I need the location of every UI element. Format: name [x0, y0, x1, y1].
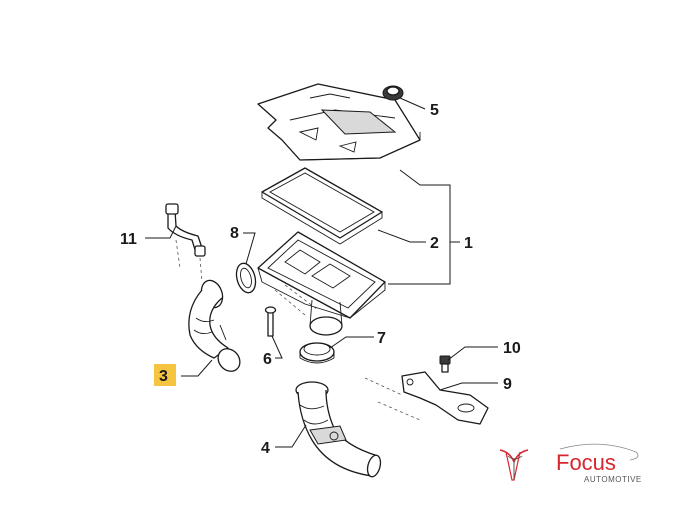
logo-tagline-text: AUTOMOTIVE	[584, 475, 642, 484]
hose-clamp-part[interactable]	[299, 342, 335, 364]
leader-lines	[145, 97, 498, 448]
intake-duct-part[interactable]	[295, 381, 383, 478]
breather-pipe-part[interactable]	[165, 203, 206, 283]
callout-8[interactable]: 8	[230, 225, 239, 242]
sensor-part[interactable]	[439, 355, 451, 373]
air-filter-element[interactable]	[261, 167, 383, 245]
logo-emblem-icon	[499, 449, 529, 481]
logo-car-swoosh-icon	[559, 443, 639, 461]
bolt-part[interactable]	[264, 306, 277, 337]
intake-hose-part[interactable]	[188, 277, 245, 375]
air-filter-cover[interactable]	[257, 83, 421, 161]
grommet-part[interactable]	[382, 85, 404, 101]
callout-5[interactable]: 5	[430, 102, 439, 119]
focus-automotive-logo: Focus AUTOMOTIVE	[499, 443, 642, 484]
air-filter-lower-housing[interactable]	[257, 231, 386, 336]
bracket-part[interactable]	[364, 371, 489, 425]
callout-9[interactable]: 9	[503, 376, 512, 393]
callout-10[interactable]: 10	[503, 340, 521, 357]
callout-7[interactable]: 7	[377, 330, 386, 347]
callout-3[interactable]: 3	[159, 368, 168, 385]
callout-1[interactable]: 1	[464, 235, 473, 252]
callout-6[interactable]: 6	[263, 351, 272, 368]
clamp-ring-part[interactable]	[233, 261, 258, 295]
logo-brand-text: Focus	[556, 450, 616, 475]
highlighted-callout-box	[154, 364, 176, 386]
callout-11[interactable]: 11	[120, 231, 137, 248]
callout-2[interactable]: 2	[430, 235, 439, 252]
callout-4[interactable]: 4	[261, 440, 270, 457]
